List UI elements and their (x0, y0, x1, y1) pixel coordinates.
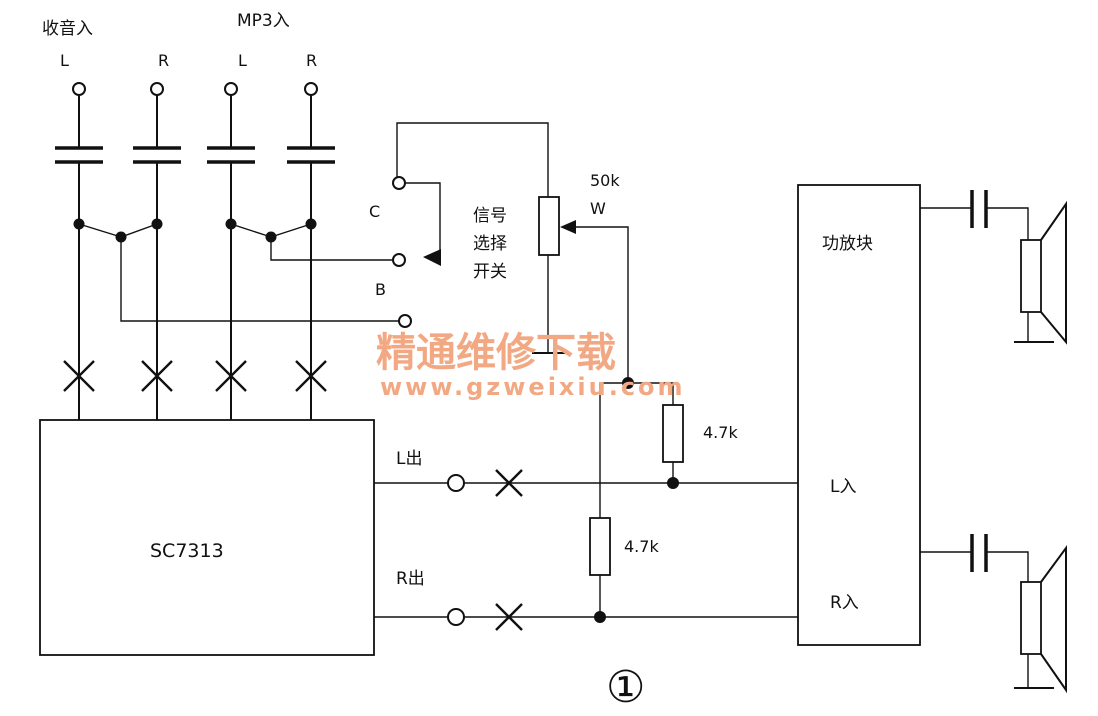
watermark-title: 精通维修下载 (376, 330, 616, 376)
radio-l-jack (72, 82, 86, 96)
radio-r-jack (150, 82, 164, 96)
speaker-top (920, 190, 1067, 345)
output-lines (374, 469, 798, 631)
chip-name: SC7313 (150, 540, 224, 562)
figure-number: ① (606, 662, 645, 713)
resistor-network (589, 377, 684, 623)
radio-input-label: 收音入 (42, 19, 93, 39)
speaker-top-coil (1020, 239, 1042, 313)
potentiometer (532, 196, 629, 383)
mp3-r-jack (304, 82, 318, 96)
amp-in-l: L入 (830, 477, 856, 497)
amp-in-r: R入 (830, 593, 859, 613)
speaker-bottom (920, 534, 1067, 694)
switch-pos-c: C (369, 202, 380, 221)
pot-wiper-arrow (560, 220, 576, 234)
switch-label-line3: 开关 (473, 262, 507, 282)
out-r-jack (447, 608, 465, 626)
radio-r-label: R (158, 51, 169, 70)
amp-name: 功放块 (822, 234, 873, 254)
speaker-top-icon (1040, 200, 1067, 345)
break-mark-out-l (495, 469, 523, 497)
resistor-r2-value: 4.7k (624, 537, 659, 556)
switch-contact-radio (398, 314, 412, 328)
switch-label-line1: 信号 (473, 206, 507, 226)
switch-contact-c (392, 176, 406, 190)
radio-l-label: L (60, 51, 69, 70)
break-marks-inputs (63, 360, 327, 392)
watermark-url: www.gzweixiu.com (380, 373, 686, 401)
mp3-l-jack (224, 82, 238, 96)
mp3-input-label: MP3入 (237, 11, 290, 31)
mp3-l-label: L (238, 51, 247, 70)
break-mark-out-r (495, 603, 523, 631)
chip-out-l-label: L出 (396, 449, 422, 469)
mp3-r-label: R (306, 51, 317, 70)
input-jacks (72, 82, 318, 96)
speaker-bottom-coil (1020, 581, 1042, 655)
selector-switch (392, 122, 549, 328)
resistor-r2 (589, 517, 611, 576)
mixing-network (73, 218, 399, 322)
amp-block (797, 184, 921, 646)
speaker-bottom-icon (1040, 544, 1067, 694)
resistor-r1 (662, 404, 684, 463)
chip-sc7313 (39, 419, 375, 656)
switch-arm-arrow (423, 249, 441, 266)
out-l-jack (447, 474, 465, 492)
pot-ref: W (590, 199, 606, 218)
switch-label-line2: 选择 (473, 234, 507, 254)
chip-out-r-label: R出 (396, 569, 425, 589)
switch-contact-b (392, 253, 406, 267)
switch-pos-b: B (375, 280, 386, 299)
resistor-r1-value: 4.7k (703, 423, 738, 442)
input-capacitors (55, 146, 335, 164)
pot-value: 50k (590, 171, 620, 190)
input-lines (78, 95, 312, 420)
